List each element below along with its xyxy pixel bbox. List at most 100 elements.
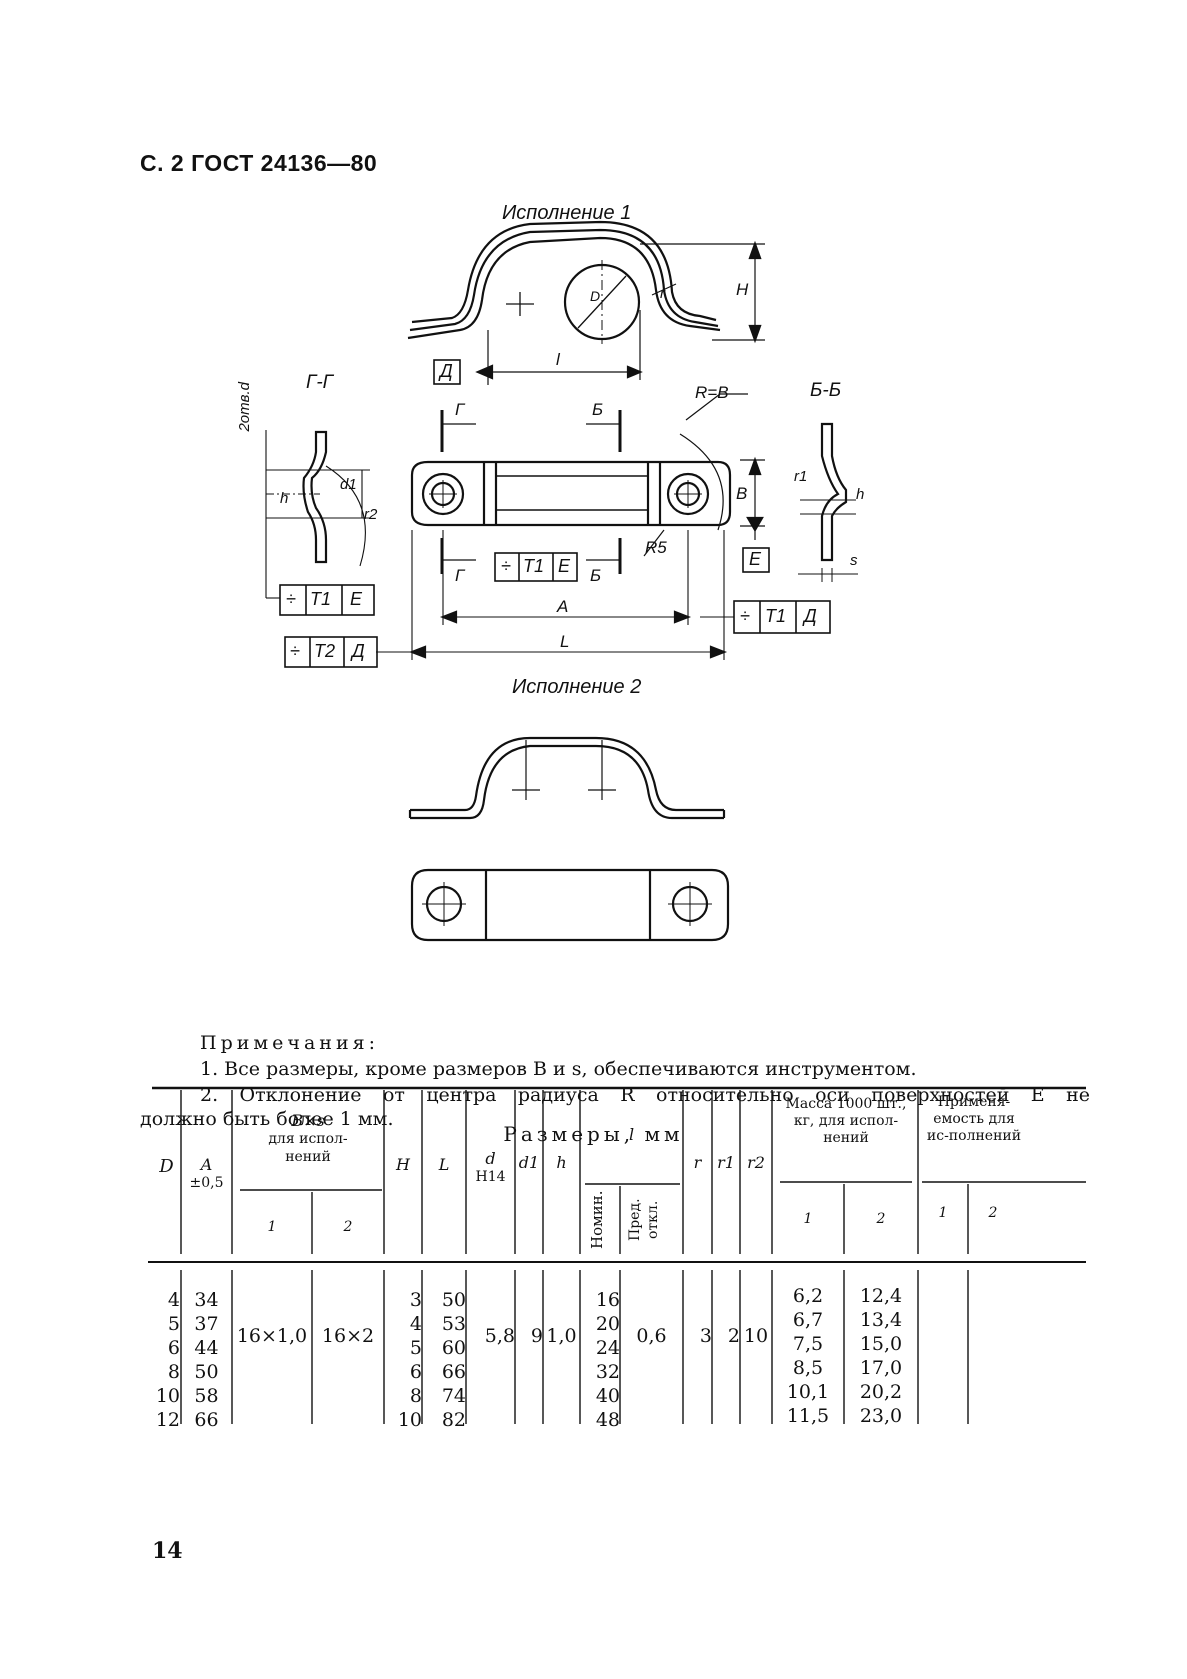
th-A-tol: ±0,5 [189,1175,224,1191]
th-h: h [556,1153,567,1172]
label-h-left: h [280,490,289,507]
section-b-view [798,422,858,582]
exec2-top-view [410,868,730,942]
th-d: d [485,1149,496,1168]
note-2-line-1: 2. Отклонение от центра радиуса R относи… [200,1084,1090,1106]
section-g-view [265,430,370,599]
th-D: D [159,1156,174,1177]
th-Bs-1: 1 [267,1219,277,1235]
th-d-tol: H14 [475,1169,506,1185]
col-D-row-0: 4 [167,1289,180,1311]
th-appl-2: 2 [988,1205,998,1221]
th-Bs-2: 2 [343,1219,353,1235]
label-h: H [736,280,749,299]
col-D-row-3: 8 [167,1361,180,1383]
tol4-symbol: ÷ [290,641,300,661]
tolerance-frames [279,552,831,668]
label-r: r [660,285,665,302]
tol3-symbol: ÷ [740,606,750,626]
col-A-row-3: 50 [194,1361,219,1383]
th-appl: Применя-емость для ис-полнений [926,1094,1022,1144]
col-mass-2-row-2: 15,0 [859,1333,903,1355]
label-hole-note: 2отв.d [236,382,253,432]
cell-r1: 2 [727,1325,740,1347]
th-r1: r1 [717,1153,735,1172]
page-number: 14 [152,1538,183,1564]
cell-d: 5,8 [484,1325,515,1347]
col-L-row-2: 60 [441,1337,466,1359]
col-mass-2-row-3: 17,0 [859,1357,903,1379]
col-D-row-5: 12 [155,1409,180,1431]
cut-g-top: Г [455,400,465,419]
col-A-row-2: 44 [194,1337,219,1359]
col-D-row-4: 10 [155,1385,180,1407]
tol4-value: T2 [314,641,336,661]
col-H-row-4: 8 [409,1385,422,1407]
col-D-row-2: 6 [167,1337,180,1359]
label-A: A [557,597,569,616]
note-2-line-2: должно быть более 1 мм. [140,1108,394,1130]
th-r: r [693,1153,702,1172]
cell-h: 1,0 [546,1325,577,1347]
col-mass-1-row-3: 8,5 [792,1357,824,1379]
col-mass-2-row-1: 13,4 [859,1309,903,1331]
col-L-row-3: 66 [441,1361,466,1383]
th-d1: d1 [518,1153,540,1172]
label-r5: R5 [645,538,667,557]
label-r2: r2 [364,506,378,523]
tol1-datum: E [558,556,571,576]
col-mass-1-row-5: 11,5 [786,1405,830,1427]
th-mass-1: 1 [803,1211,813,1227]
label-r1: r1 [794,468,808,485]
label-r-eq-b: R=B [695,383,729,402]
th-Bs: B×s [291,1111,325,1130]
col-A-row-1: 37 [194,1313,219,1335]
col-mass-1-row-1: 6,7 [792,1309,824,1331]
col-l-row-0: 16 [595,1289,620,1311]
col-A-row-4: 58 [194,1385,219,1407]
cell-Bs-1: 16×1,0 [236,1325,308,1347]
col-l-row-3: 32 [595,1361,620,1383]
col-D-row-1: 5 [167,1313,180,1335]
col-A-row-0: 34 [194,1289,219,1311]
th-appl-1: 1 [938,1205,948,1221]
exec1-side-view [407,220,765,385]
label-l: l [556,350,560,369]
label-b: B [736,484,748,503]
col-L-row-4: 74 [441,1385,466,1407]
label-s: s [850,552,858,569]
col-mass-2-row-0: 12,4 [859,1285,903,1307]
datum-e-box: E [749,549,762,569]
caption-execution-2: Исполнение 2 [512,676,642,698]
col-L-row-5: 82 [441,1409,466,1431]
table-lines [148,1086,1086,1424]
th-mass: Масса 1000 шт., кг, для испол-нений [785,1096,907,1146]
col-mass-1-row-0: 6,2 [792,1285,824,1307]
th-r2: r2 [747,1153,765,1172]
th-l: l [628,1125,635,1144]
tol1-value: T1 [523,556,545,576]
tol2-symbol: ÷ [286,589,296,609]
col-H-row-1: 4 [409,1313,422,1335]
col-H-row-2: 5 [409,1337,422,1359]
exec1-top-view [376,393,770,660]
tol4-datum: Д [352,641,365,661]
cell-Bs-2: 16×2 [321,1325,375,1347]
col-mass-2-row-4: 20,2 [859,1381,903,1403]
cell-r2: 10 [743,1325,769,1347]
tol3-value: T1 [765,606,787,626]
exec2-side-view [408,736,726,820]
label-L: L [560,632,570,651]
col-L-row-0: 50 [441,1289,466,1311]
notes-block: Примечания: 1. Все размеры, кроме размер… [200,1030,1090,1108]
cut-b-bottom: Б [590,566,602,585]
col-l-row-1: 20 [595,1313,620,1335]
